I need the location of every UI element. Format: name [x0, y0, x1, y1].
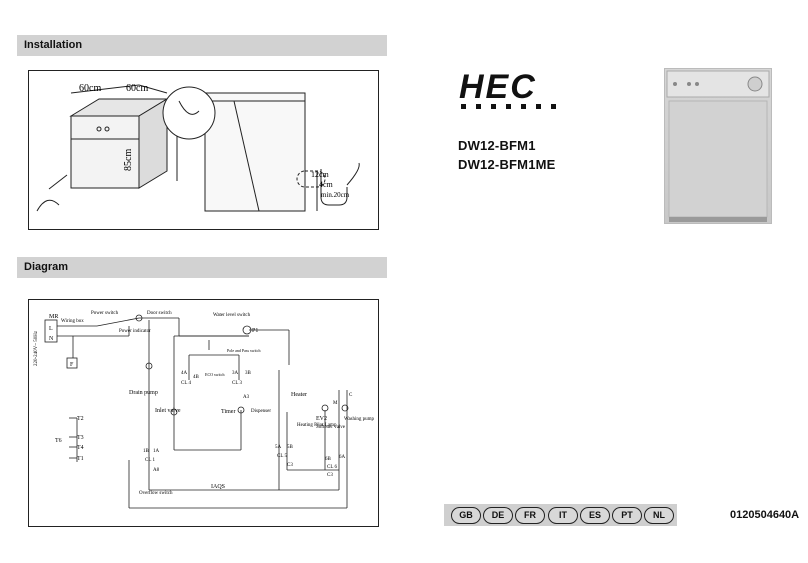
- installation-title: Installation: [24, 39, 83, 51]
- inlet-valve-label: Inlet valve: [155, 408, 181, 414]
- l-label: L: [49, 326, 53, 332]
- cl6-label: CL 6: [327, 465, 337, 470]
- timer-label: Timer: [221, 409, 235, 415]
- power-switch-label: Power switch: [91, 311, 119, 316]
- a3-label: A3: [243, 395, 250, 400]
- 3b-label: 3B: [245, 371, 252, 376]
- dishwasher-image: [666, 70, 770, 222]
- 4a-label: 4A: [181, 371, 188, 376]
- eco-switch-label: ECO switch: [205, 372, 224, 377]
- pole-pass-switch-label: Pole and Pass switch: [227, 348, 260, 353]
- document-code: 0120504640A: [730, 509, 800, 521]
- hose-a-label: 4cm: [319, 180, 334, 189]
- 6a-label: 6A: [339, 455, 346, 460]
- brand-logo: HEC: [457, 68, 567, 117]
- installation-figure: 60cm 60cm 85cm 12cm 4cm min.20cm: [28, 70, 379, 230]
- c3-label: C3: [287, 463, 293, 468]
- lang-de: DE: [483, 507, 513, 524]
- 4b-label: 4B: [193, 375, 200, 380]
- drain-pump-label: Drain pump: [129, 390, 158, 396]
- ev2-label: EV2: [316, 416, 327, 422]
- mains-label: 220-240V~ 50Hz: [34, 330, 39, 366]
- installation-drawing: 60cm 60cm 85cm 12cm 4cm min.20cm: [36, 83, 360, 212]
- t1-label: T1: [77, 456, 84, 462]
- cl4-label: CL 4: [181, 381, 191, 386]
- mr-label: MR: [49, 314, 58, 320]
- lang-gb: GB: [451, 507, 481, 524]
- lang-fr: FR: [515, 507, 545, 524]
- a8-label: A8: [153, 468, 160, 473]
- door-switch-label: Door switch: [147, 311, 172, 316]
- model-name-2: DW12-BFM1ME: [458, 157, 556, 172]
- water-level-switch-label: Water level switch: [213, 313, 251, 318]
- 1b-label: 1B: [143, 449, 150, 454]
- wiring-diagram: 220-240V~ 50Hz MR Wiring box L N F Power…: [28, 299, 379, 527]
- heater-label: Heater: [291, 392, 307, 398]
- 6b-label: 6B: [325, 457, 332, 462]
- power-indicator-label: Power indicator: [119, 329, 151, 334]
- hose-height-label: 12cm: [311, 170, 330, 179]
- hec-logo: HEC: [459, 68, 556, 109]
- t6-label: T6: [55, 438, 62, 444]
- dishwasher-photo: [664, 68, 772, 224]
- 1a-label: 1A: [153, 449, 160, 454]
- width-label-1: 60cm: [79, 83, 101, 94]
- cl1-label: CL 1: [145, 458, 155, 463]
- overflow-switch-label: Overflow switch: [139, 491, 173, 496]
- t4-label: T4: [77, 445, 84, 451]
- lang-es: ES: [580, 507, 610, 524]
- wiring-box-label: Wiring box: [61, 319, 84, 324]
- f-label: F: [70, 362, 74, 368]
- t2-label: T2: [77, 416, 84, 422]
- dispenser-label: Dispenser: [251, 409, 271, 414]
- c3b-label: C3: [327, 473, 333, 478]
- height-label: 85cm: [123, 149, 134, 171]
- c-label: C: [349, 393, 353, 398]
- 3a-label: 3A: [232, 371, 239, 376]
- diagram-header: Diagram: [17, 257, 387, 278]
- p1-label: P1: [252, 328, 258, 334]
- lang-it: IT: [548, 507, 578, 524]
- cl5-label: CL 5: [277, 454, 287, 459]
- heating-pilot-lamp-label: Heating Pilot Lamp: [297, 423, 337, 428]
- wiring-diagram-drawing: 220-240V~ 50Hz MR Wiring box L N F Power…: [34, 311, 375, 509]
- m-label: M: [333, 401, 338, 406]
- hose-b-label: min.20cm: [321, 191, 350, 199]
- t3-label: T3: [77, 435, 84, 441]
- width-label-2: 60cm: [126, 83, 148, 94]
- language-bar: GB DE FR IT ES PT NL: [444, 504, 677, 526]
- n-label: N: [49, 336, 54, 342]
- iaqs-label: IAQS: [211, 484, 225, 490]
- 5a-label: 5A: [275, 445, 282, 450]
- lang-nl: NL: [644, 507, 674, 524]
- diagram-title: Diagram: [24, 261, 69, 273]
- logo-text: HEC: [459, 70, 537, 106]
- 5b-label: 5B: [287, 445, 294, 450]
- washing-pump-label: Washing pump: [344, 417, 375, 422]
- cl3-label: CL 3: [232, 381, 242, 386]
- model-name-1: DW12-BFM1: [458, 138, 536, 153]
- lang-pt: PT: [612, 507, 642, 524]
- softener-valve-label: Softener valve: [316, 425, 346, 430]
- installation-header: Installation: [17, 35, 387, 56]
